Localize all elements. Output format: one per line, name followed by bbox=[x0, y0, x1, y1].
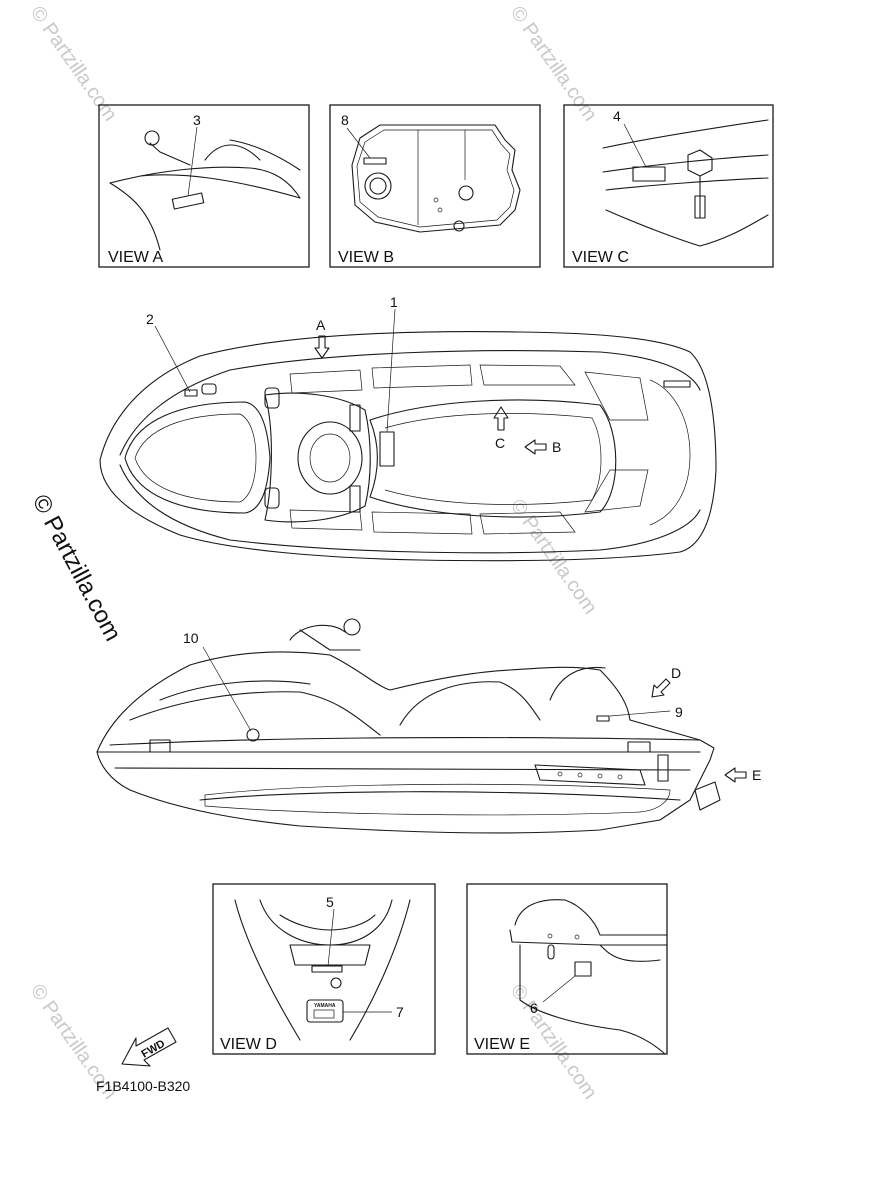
watermark-large: © Partzilla.com bbox=[27, 490, 127, 645]
callout-3: 3 bbox=[193, 112, 201, 128]
arrow-b-label: B bbox=[552, 439, 561, 455]
callout-2: 2 bbox=[146, 311, 154, 327]
view-e-panel: 6 VIEW E bbox=[466, 883, 668, 1055]
yamaha-badge: YAMAHA bbox=[314, 1003, 336, 1009]
callout-1: 1 bbox=[390, 294, 398, 310]
callout-7: 7 bbox=[396, 1004, 404, 1020]
watermark-text: © Partzilla.com bbox=[26, 2, 121, 125]
callout-9: 9 bbox=[675, 704, 683, 720]
figure-code: F1B4100-B320 bbox=[96, 1078, 190, 1094]
arrow-d-label: D bbox=[671, 665, 681, 681]
arrow-c-label: C bbox=[495, 435, 505, 451]
side-view-watercraft: 10 9 D E bbox=[96, 618, 761, 834]
callout-5: 5 bbox=[326, 894, 334, 910]
fwd-arrow: FWD bbox=[121, 1027, 177, 1067]
view-c-label: VIEW C bbox=[572, 249, 629, 266]
view-b-label: VIEW B bbox=[338, 249, 394, 266]
view-a-label: VIEW A bbox=[108, 249, 163, 266]
watermark-text: © Partzilla.com bbox=[506, 2, 601, 125]
view-d-label: VIEW D bbox=[220, 1036, 277, 1053]
callout-10: 10 bbox=[183, 630, 199, 646]
view-a-panel: 3 VIEW A bbox=[98, 104, 310, 268]
view-b-panel: 8 VIEW B bbox=[329, 104, 541, 268]
callout-8: 8 bbox=[341, 112, 349, 128]
callout-6: 6 bbox=[530, 1000, 538, 1016]
top-view-watercraft: 2 1 A C B bbox=[99, 294, 717, 562]
callout-4: 4 bbox=[613, 108, 621, 124]
view-d-panel: YAMAHA 5 7 VIEW D bbox=[212, 883, 436, 1055]
view-c-panel: 4 VIEW C bbox=[563, 104, 774, 268]
arrow-a-label: A bbox=[316, 317, 326, 333]
arrow-e-label: E bbox=[752, 767, 761, 783]
view-e-label: VIEW E bbox=[474, 1036, 530, 1053]
